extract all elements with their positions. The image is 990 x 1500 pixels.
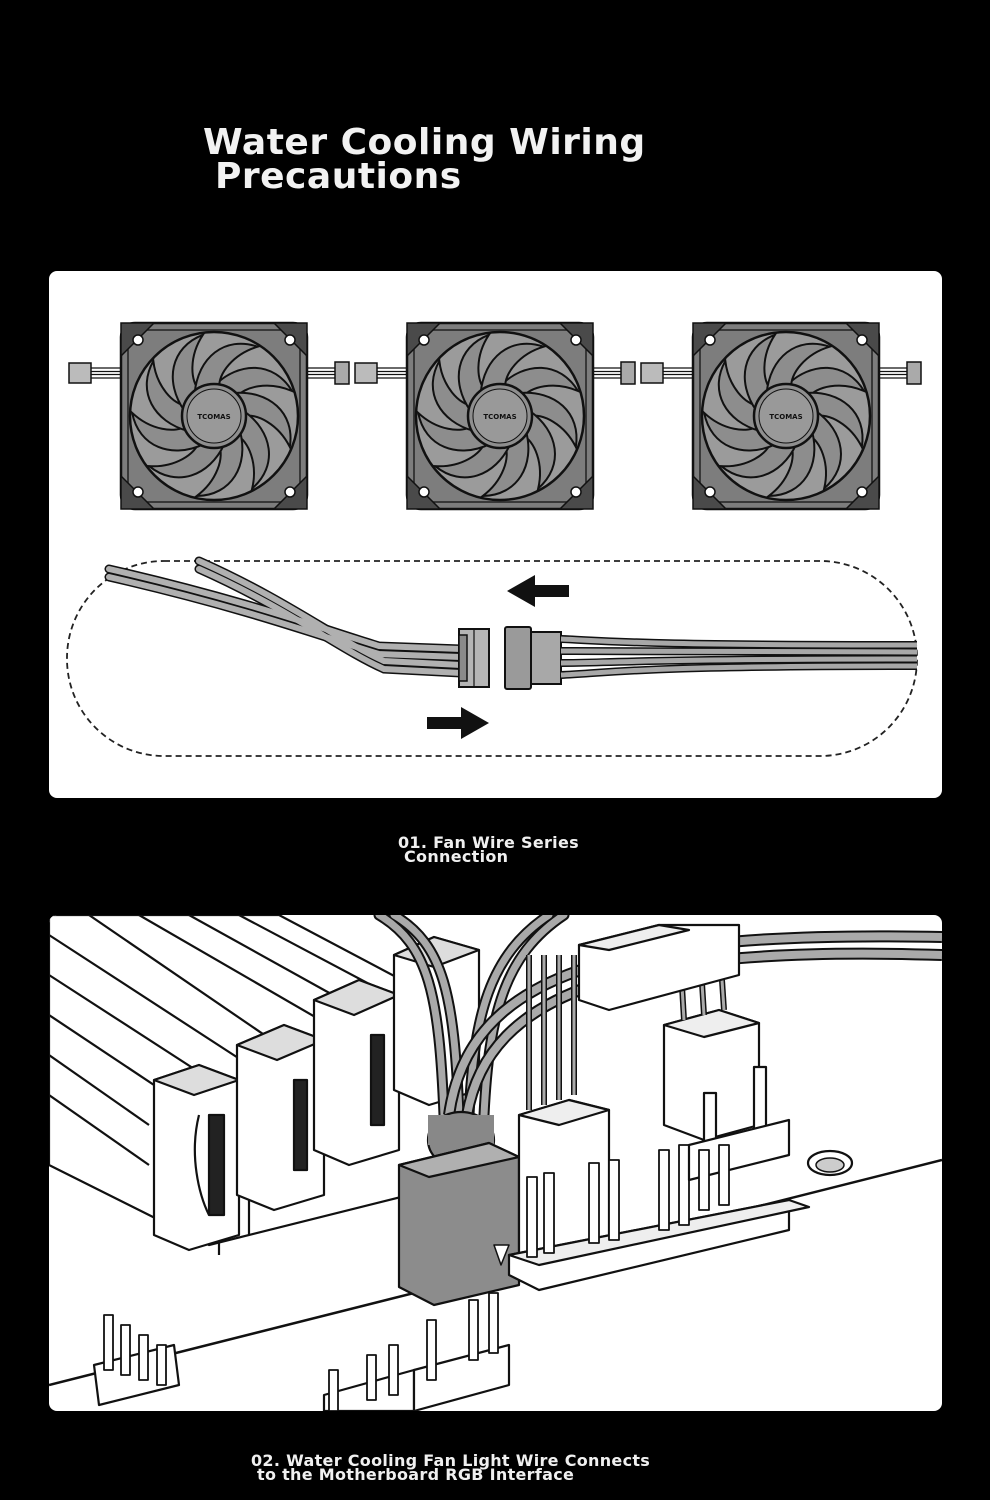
page-title-line2: Precautions <box>215 156 462 197</box>
fan-3-brand: TCOMAS <box>769 413 802 421</box>
pin-header <box>322 1344 416 1411</box>
fan-header <box>687 1118 791 1211</box>
fan-1-cable-left <box>68 362 122 384</box>
motherboard-illustration <box>49 915 942 1411</box>
fan-3-cable-right <box>876 361 922 385</box>
arrow-left-icon <box>507 575 569 607</box>
fan-header-connector <box>517 955 611 1272</box>
fan-2-brand: TCOMAS <box>483 413 516 421</box>
rgb-interface-panel <box>49 915 942 1411</box>
caption-rgb-interface-line2: to the Motherboard RGB Interface <box>257 1465 575 1484</box>
female-connector <box>504 626 562 690</box>
fan-1-brand: TCOMAS <box>197 413 230 421</box>
board-component <box>577 923 741 1012</box>
ram-latch <box>235 1023 326 1212</box>
pin-header <box>412 1292 511 1411</box>
arrow-down-icon <box>493 1244 510 1266</box>
pin-header <box>92 1314 181 1407</box>
fan-series-illustration: TCOMAS TCOMAS TCOMAS <box>66 321 922 757</box>
rgb-plug <box>397 1110 521 1307</box>
fan-cable <box>560 635 918 679</box>
fan-3: TCOMAS <box>640 321 922 511</box>
fan-2: TCOMAS <box>354 321 636 511</box>
fan-series-panel: TCOMAS TCOMAS TCOMAS <box>49 271 942 798</box>
ram-latch <box>312 978 401 1167</box>
page-title: Water Cooling Wiring Precautions <box>203 125 646 197</box>
page-title-line1: Water Cooling Wiring <box>203 122 646 163</box>
caption-rgb-interface: 02. Water Cooling Fan Light Wire Connect… <box>251 1451 651 1484</box>
splitter-cable <box>104 556 466 678</box>
male-connector <box>458 628 490 688</box>
arrow-right-icon <box>427 707 489 739</box>
caption-fan-series: 01. Fan Wire Series Connection <box>398 833 579 866</box>
fan-2-cable-right <box>590 361 636 385</box>
ram-latch <box>152 1063 241 1252</box>
fan-1: TCOMAS <box>68 321 350 511</box>
fan-2-cable-left <box>354 362 408 384</box>
caption-rgb-interface-line1: 02. Water Cooling Fan Light Wire Connect… <box>251 1451 651 1470</box>
fan-3-cable-left <box>640 362 694 384</box>
caption-fan-series-line1: 01. Fan Wire Series <box>398 833 579 852</box>
caption-fan-series-line2: Connection <box>404 847 509 866</box>
fan-1-cable-right <box>304 361 350 385</box>
rgb-header <box>507 1144 811 1292</box>
